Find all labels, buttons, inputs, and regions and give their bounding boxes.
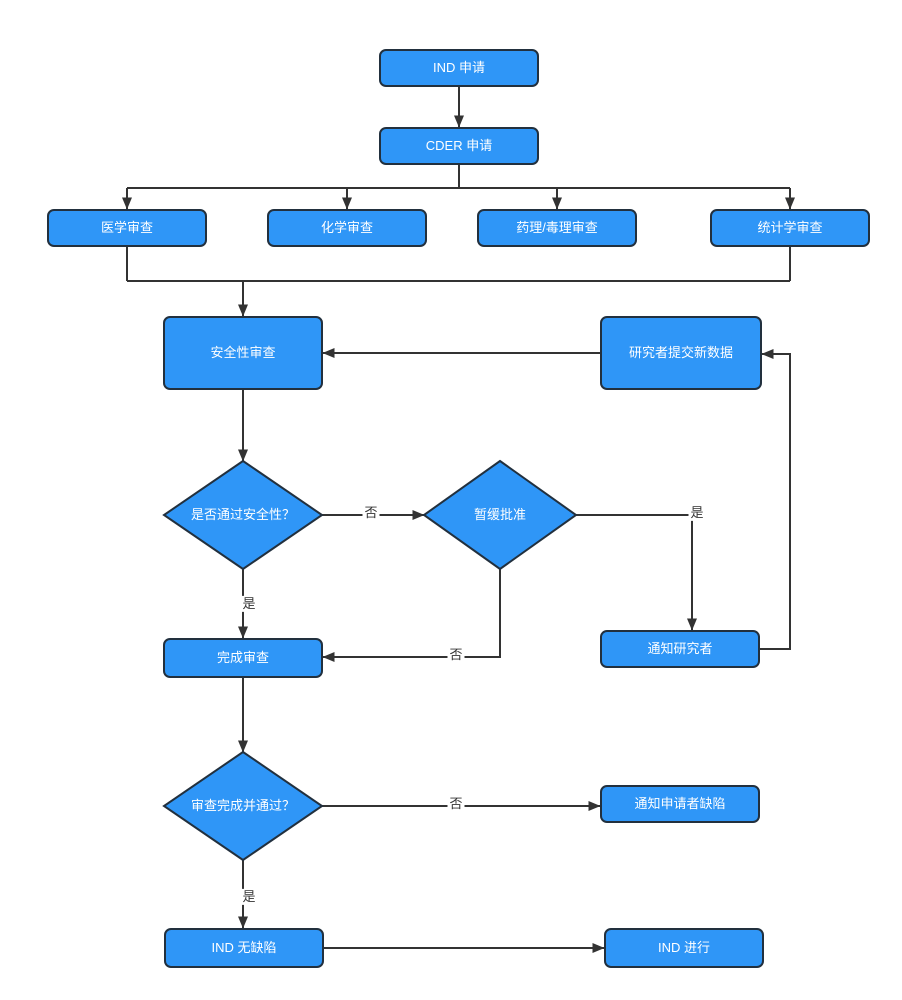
node-cder-application[interactable]: CDER 申请 — [379, 127, 539, 165]
node-ind-proceed[interactable]: IND 进行 — [604, 928, 764, 968]
node-label: 审查完成并通过？ — [190, 798, 295, 814]
node-label: 药理/毒理审查 — [516, 220, 598, 236]
node-label: 医学审查 — [100, 220, 153, 236]
node-safety-review[interactable]: 安全性审查 — [163, 316, 323, 390]
node-ind-application[interactable]: IND 申请 — [379, 49, 539, 87]
node-label: CDER 申请 — [425, 138, 493, 154]
edge-label-hold-no-to-complete: 否 — [447, 646, 465, 664]
node-safety-pass-decision[interactable]: 是否通过安全性？ — [162, 459, 324, 571]
node-label: 是否通过安全性？ — [190, 507, 295, 523]
diamond-shape — [162, 750, 324, 862]
node-review-pass-decision[interactable]: 审查完成并通过？ — [162, 750, 324, 862]
node-hold-approval-decision[interactable]: 暂缓批准 — [422, 459, 578, 571]
node-label: 研究者提交新数据 — [628, 345, 733, 361]
edge-notify-to-new-data — [760, 349, 791, 650]
node-label: 完成审查 — [216, 650, 269, 666]
node-label: 通知申请者缺陷 — [634, 796, 726, 812]
node-label: 安全性审查 — [210, 345, 276, 361]
edge-label-decision2-no-to-notify: 否 — [447, 795, 465, 813]
edge-hold-no-to-complete — [322, 569, 501, 662]
edge-label-decision2-yes-to-ind: 是 — [240, 888, 258, 906]
node-label: IND 无缺陷 — [211, 940, 277, 956]
diamond-shape — [162, 459, 324, 571]
edge-hold-yes-to-notify — [576, 514, 697, 631]
node-chemistry-review[interactable]: 化学审查 — [267, 209, 427, 247]
edge-label-hold-yes-to-notify: 是 — [688, 504, 706, 522]
node-label: 统计学审查 — [757, 220, 823, 236]
node-notify-applicant-defect[interactable]: 通知申请者缺陷 — [600, 785, 760, 823]
node-ind-no-defect[interactable]: IND 无缺陷 — [164, 928, 324, 968]
node-notify-researcher[interactable]: 通知研究者 — [600, 630, 760, 668]
node-label: 通知研究者 — [647, 641, 713, 657]
node-label: 暂缓批准 — [473, 507, 526, 523]
node-medical-review[interactable]: 医学审查 — [47, 209, 207, 247]
node-researcher-new-data[interactable]: 研究者提交新数据 — [600, 316, 762, 390]
node-label: IND 申请 — [432, 60, 485, 76]
node-label: 化学审查 — [320, 220, 373, 236]
edge-label-decision-no-to-hold: 否 — [362, 504, 380, 522]
node-pharm-tox-review[interactable]: 药理/毒理审查 — [477, 209, 637, 247]
node-label: IND 进行 — [657, 940, 710, 956]
node-statistics-review[interactable]: 统计学审查 — [710, 209, 870, 247]
diamond-shape — [422, 459, 578, 571]
edge-label-decision-yes-to-complete: 是 — [240, 595, 258, 613]
node-complete-review[interactable]: 完成审查 — [163, 638, 323, 678]
